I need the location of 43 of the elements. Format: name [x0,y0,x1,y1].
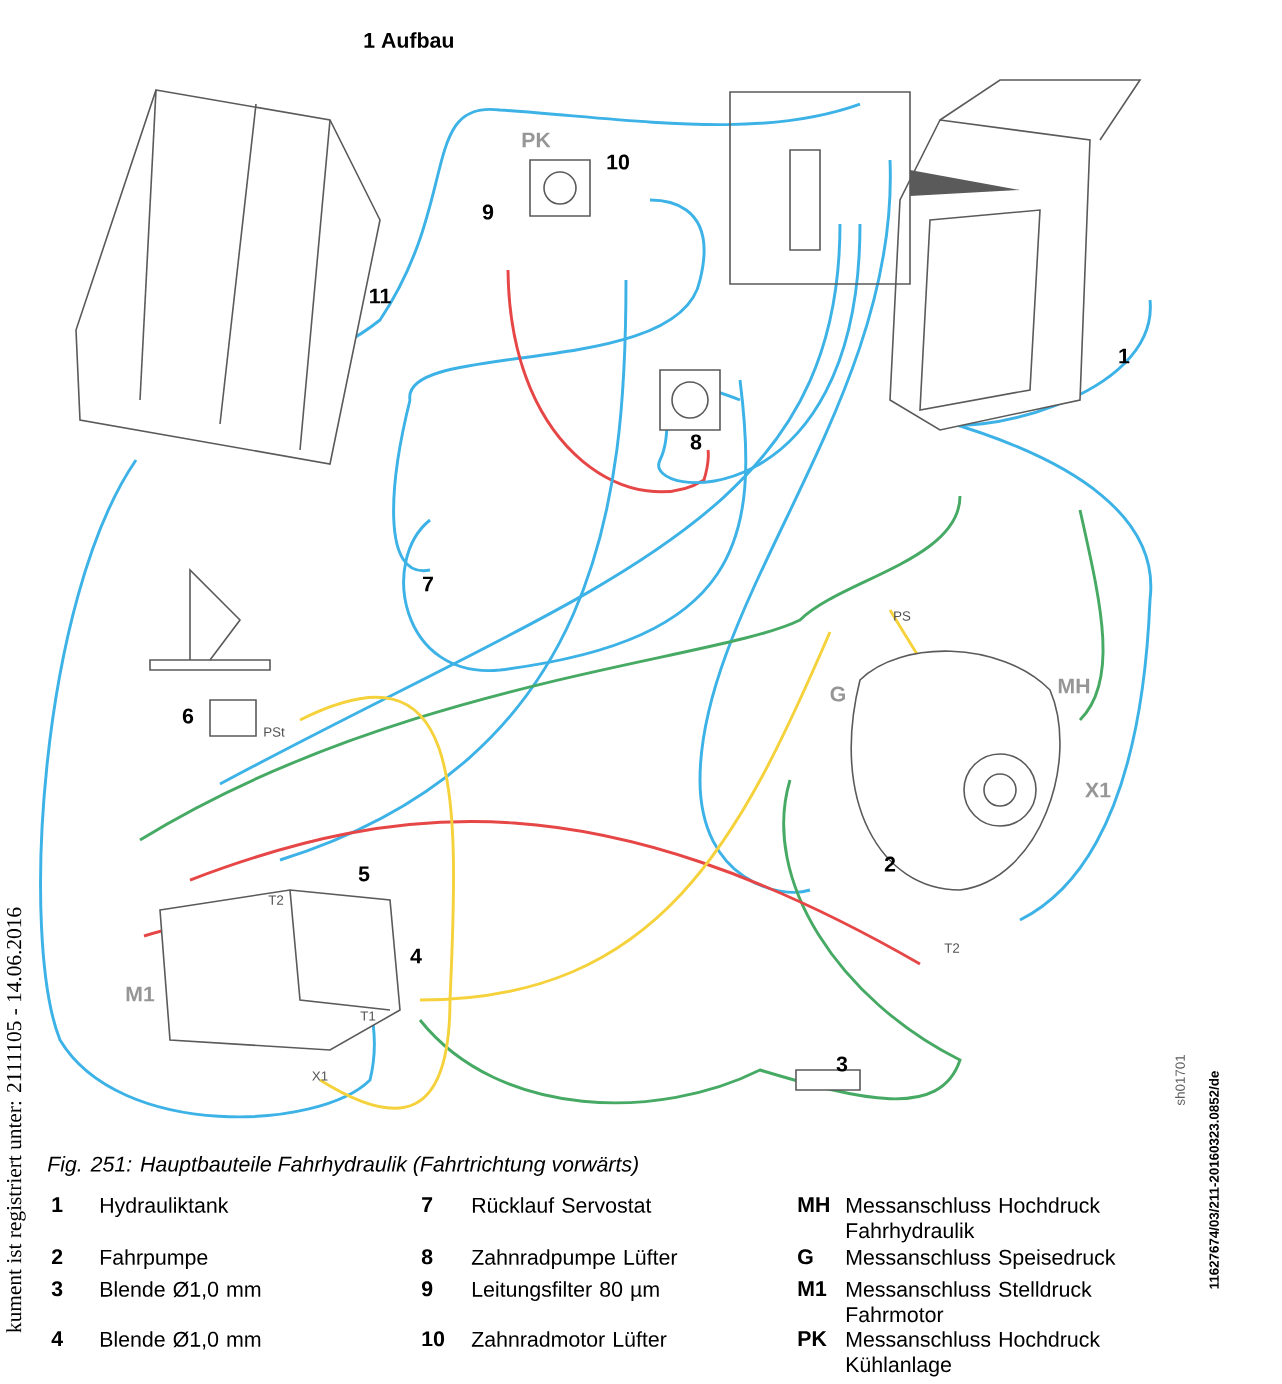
callout-label: 6 [182,708,194,724]
legend-key: 3 [51,1281,63,1297]
legend-text: Messanschluss Hochdruck Kühlanlage [846,1331,1101,1377]
legend-key: 4 [51,1331,63,1346]
figure-caption: Fig. 251: Hauptbauteile Fahrhydraulik (Fahrtrichtung vorwärts) [47,1156,638,1176]
callout-label: 11 [370,288,391,304]
callout-label: 7 [423,576,433,592]
callout-label: 4 [410,948,422,964]
callout-label: X1 [1085,782,1111,798]
section-title: 1 Aufbau [364,32,454,48]
callout-label: PK [522,132,551,148]
legend-key: 8 [421,1249,433,1265]
legend-key: 2 [51,1249,63,1265]
callout-label: G [830,686,845,702]
registration-note: kument ist registriert unter: 2111105 - 14.06.2016 [6,907,26,1333]
legend-key: M1 [798,1281,827,1296]
legend-text: Zahnradpumpe Lüfter [471,1249,678,1270]
legend-text: Messanschluss Speisedruck [846,1249,1116,1270]
callout-label: M1 [126,986,155,1002]
callout-label: 3 [836,1056,848,1072]
callout-label: 9 [482,204,494,220]
callout-label: 10 [607,154,629,170]
legend-text: Messanschluss Stelldruck Fahrmotor [846,1281,1092,1323]
legend-text: Blende Ø1,0 mm [100,1331,261,1350]
legend-text: Leitungsfilter 80 µm [472,1281,659,1302]
callout-label: MH [1058,678,1090,694]
legend-key: MH [798,1197,829,1212]
callout-label: 2 [884,856,896,872]
legend-key: 10 [422,1331,445,1347]
legend-key: G [798,1249,813,1265]
callout-label: 5 [358,866,370,882]
legend-key: 7 [422,1197,433,1212]
legend-key: 9 [421,1281,433,1297]
legend-text: Messanschluss Hochdruck Fahrhydraulik [846,1197,1101,1243]
legend-text: Zahnradmotor Lüfter [471,1331,667,1347]
legend-text: Hydrauliktank [100,1197,229,1218]
legend-text: Fahrpumpe [100,1249,208,1270]
legend-key: PK [798,1331,827,1346]
legend-text: Rücklauf Servostat [472,1197,652,1213]
legend-text: Blende Ø1,0 mm [100,1281,261,1300]
callout-label: 8 [690,434,702,450]
callout-label: 1 [1119,348,1130,364]
legend-key: 1 [52,1197,63,1212]
